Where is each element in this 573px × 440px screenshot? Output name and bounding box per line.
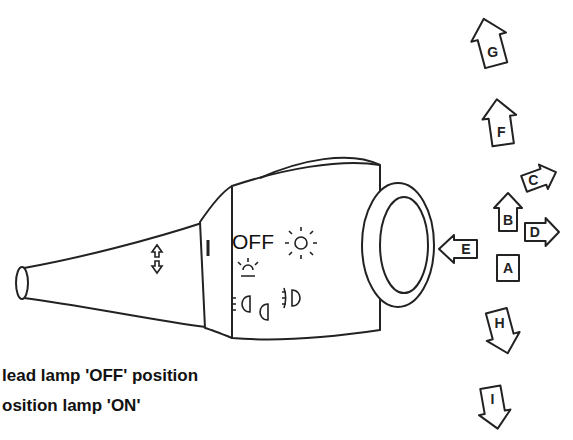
caption-line: lead lamp 'OFF' position [2, 366, 198, 386]
turn-down-symbol [152, 261, 162, 273]
arrow-letter: F [497, 125, 506, 139]
arrow-shape [494, 193, 522, 231]
arrow-letter: H [495, 316, 505, 330]
arrow-letter: B [503, 213, 513, 227]
direction-arrow: I [477, 386, 511, 430]
arrow-shape [497, 255, 519, 281]
collar [200, 186, 232, 338]
front-fog-symbol [282, 288, 300, 308]
arrow-outline [482, 98, 518, 146]
low-beam-symbol [232, 296, 250, 312]
arrow-letter: G [487, 45, 498, 59]
knob-face [380, 197, 428, 293]
arrow-shape [480, 306, 524, 357]
lever-end-cap [16, 267, 28, 299]
arrow-letter: I [491, 392, 495, 406]
lever-body [24, 222, 212, 328]
arrow-letter: E [461, 242, 470, 256]
switch-ring [232, 163, 380, 339]
caption-line: osition lamp 'ON' [2, 396, 140, 416]
direction-arrow: D [527, 214, 557, 250]
arrow-shape [475, 385, 514, 432]
direction-arrow: G [471, 17, 509, 67]
arrow-outline [471, 17, 509, 67]
end-knob [362, 183, 434, 307]
arrow-shape [525, 218, 559, 246]
rear-fog-symbol [260, 304, 268, 320]
arrow-shape [520, 160, 561, 196]
arrow-shape [439, 235, 477, 263]
position-lamp-symbol [238, 258, 258, 276]
arrow-shape [466, 14, 513, 70]
arrow-shape [480, 97, 520, 147]
direction-arrow: C [526, 160, 554, 196]
headlamp-symbol [295, 237, 307, 249]
direction-arrow: B [493, 192, 523, 232]
switch-position-text: OFF [232, 230, 274, 254]
arrow-letter: C [528, 173, 538, 187]
direction-arrow: E [443, 229, 473, 269]
off-marker [207, 240, 210, 256]
arrow-letter: D [530, 225, 540, 239]
position-box: A [496, 254, 520, 282]
ring-edge [260, 158, 380, 178]
turn-up-symbol [152, 245, 162, 257]
direction-arrow: H [484, 309, 520, 355]
direction-arrow: F [482, 98, 518, 146]
headlamp-rays [285, 227, 317, 259]
arrow-letter: A [503, 261, 513, 275]
